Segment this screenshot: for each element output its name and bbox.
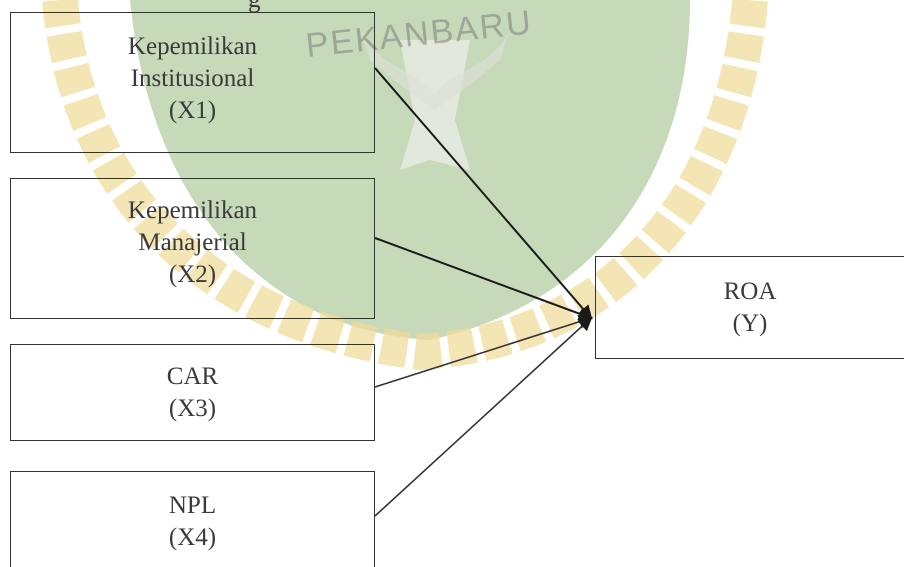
node-x2-line2: Manajerial	[138, 229, 247, 256]
arrow-x4-to-y	[374, 316, 593, 517]
node-y-line2: (Y)	[732, 309, 768, 337]
arrow-x2-to-y	[374, 237, 593, 321]
node-x3-line1: CAR	[166, 362, 219, 390]
node-x2-line3: (X2)	[168, 261, 217, 288]
watermark-green-disc	[130, 0, 690, 340]
node-x1-line2: Institusional	[130, 65, 255, 92]
arrow-x3-to-y	[374, 314, 593, 388]
node-x2-line1: Kepemilikan	[127, 197, 258, 224]
node-x4-npl: NPL (X4)	[10, 471, 375, 567]
node-x3-line2: (X3)	[168, 394, 217, 422]
node-x1-kepemilikan-institusional: Kepemilikan Institusional (X1)	[10, 12, 375, 153]
node-x1-line3: (X1)	[168, 97, 217, 124]
arrow-x1-to-y	[374, 67, 593, 320]
watermark-wing	[360, 30, 510, 110]
node-y-line1: ROA	[723, 277, 777, 305]
node-x4-line1: NPL	[168, 491, 217, 519]
watermark-crest	[400, 40, 470, 170]
node-x1-line1: Kepemilikan	[127, 33, 258, 60]
node-x4-line2: (X4)	[168, 523, 217, 551]
node-y-roa: ROA (Y)	[595, 256, 904, 359]
heading-fragment: g	[248, 0, 261, 14]
node-x2-kepemilikan-manajerial: Kepemilikan Manajerial (X2)	[10, 178, 375, 319]
node-x3-car: CAR (X3)	[10, 344, 375, 441]
